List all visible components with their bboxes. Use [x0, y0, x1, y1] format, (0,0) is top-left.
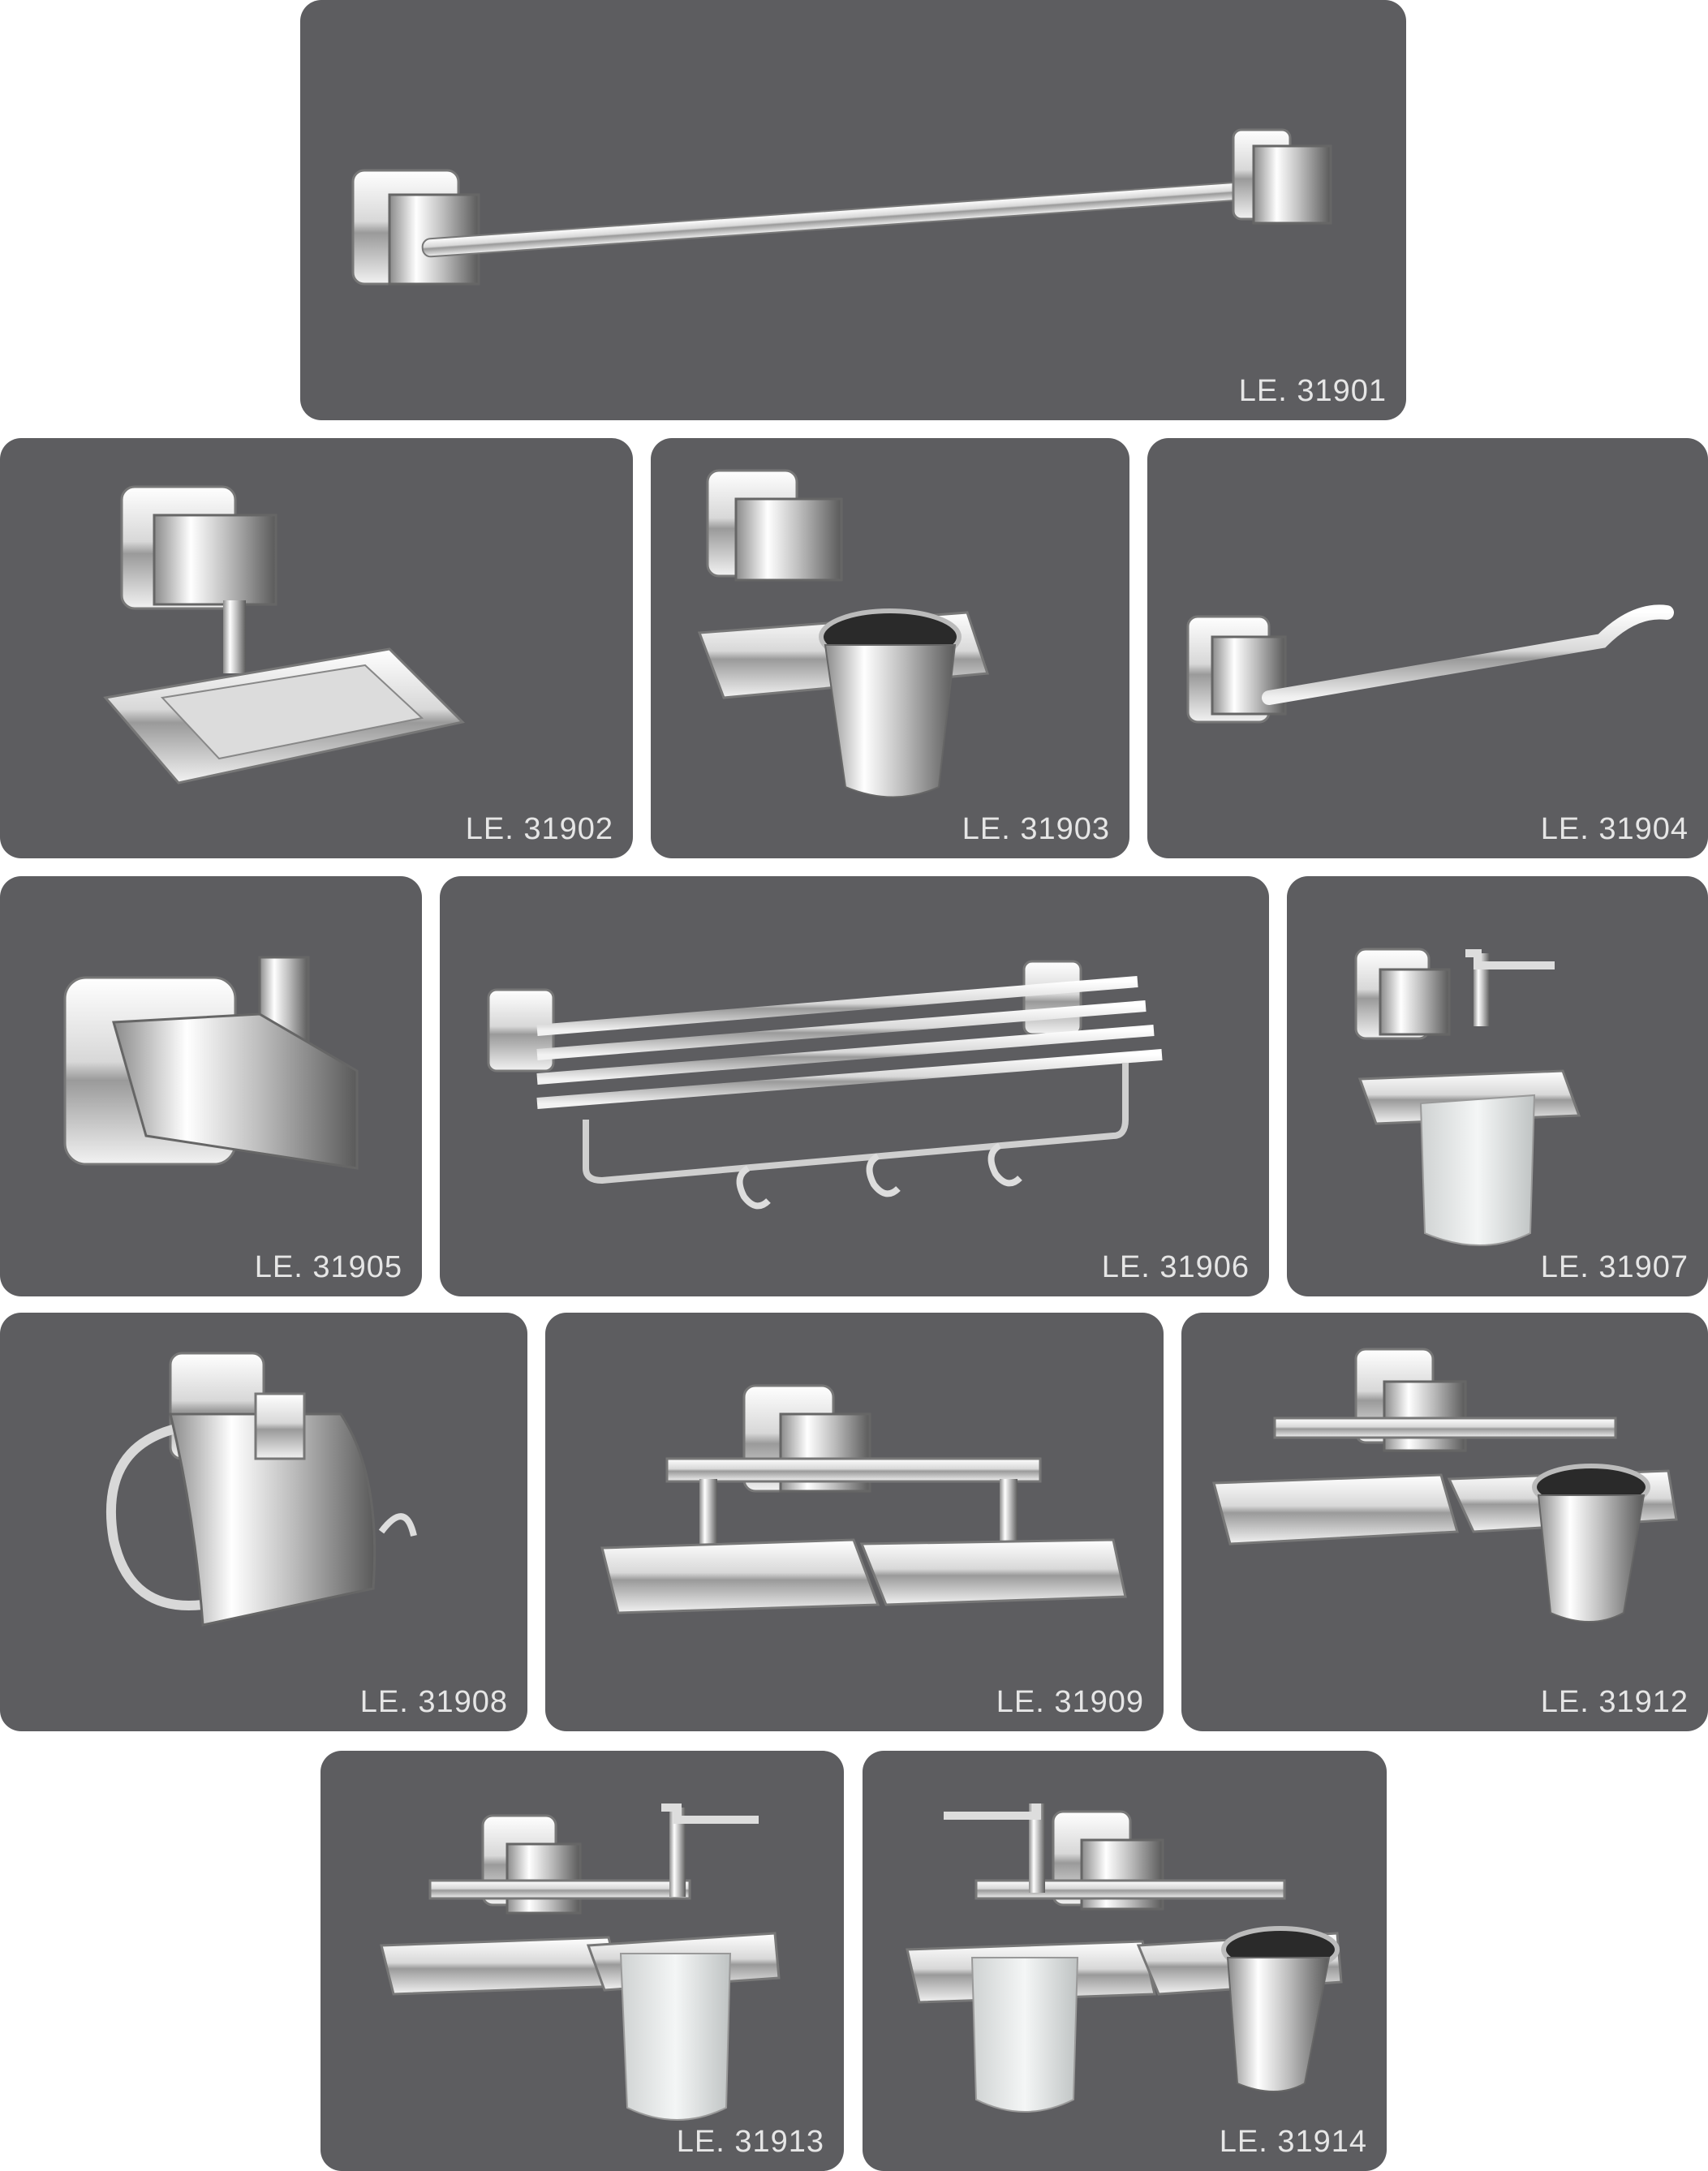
paper-holder-icon — [105, 1352, 417, 1627]
product-card-31908[interactable]: LE. 31908 — [0, 1313, 527, 1731]
dispenser-tumbler-icon — [906, 1803, 1343, 2113]
product-card-31903[interactable]: LE. 31903 — [651, 438, 1129, 858]
product-card-31901[interactable]: LE. 31901 — [300, 0, 1406, 420]
product-card-31907[interactable]: LE. 31907 — [1287, 876, 1708, 1296]
towel-rack-icon — [487, 960, 1163, 1210]
product-card-31912[interactable]: LE. 31912 — [1181, 1313, 1708, 1731]
product-code: LE. 31903 — [962, 812, 1110, 846]
product-code: LE. 31906 — [1101, 1250, 1250, 1284]
product-code: LE. 31912 — [1540, 1685, 1689, 1719]
soap-dish-dispenser-icon — [380, 1803, 781, 2121]
product-code: LE. 31913 — [676, 2125, 824, 2159]
product-card-31906[interactable]: LE. 31906 — [440, 876, 1269, 1296]
product-code: LE. 31901 — [1238, 374, 1387, 408]
robe-hook-icon — [63, 956, 359, 1170]
product-card-31905[interactable]: LE. 31905 — [0, 876, 422, 1296]
napkin-ring-icon — [1186, 604, 1674, 724]
product-code: LE. 31907 — [1540, 1250, 1689, 1284]
product-card-31913[interactable]: LE. 31913 — [321, 1751, 844, 2171]
product-code: LE. 31904 — [1540, 812, 1689, 846]
towel-rod-icon — [351, 128, 1332, 286]
product-code: LE. 31905 — [254, 1250, 402, 1284]
product-code: LE. 31909 — [996, 1685, 1144, 1719]
product-card-31904[interactable]: LE. 31904 — [1147, 438, 1708, 858]
product-code: LE. 31902 — [465, 812, 613, 846]
soap-dish-tumbler-icon — [1212, 1348, 1678, 1623]
product-card-31914[interactable]: LE. 31914 — [863, 1751, 1387, 2171]
soap-dish-icon — [103, 485, 466, 785]
tumbler-holder-icon — [697, 469, 990, 798]
double-soap-dish-icon — [600, 1384, 1127, 1614]
product-code: LE. 31914 — [1219, 2125, 1367, 2159]
product-code: LE. 31908 — [359, 1685, 508, 1719]
soap-dispenser-icon — [1354, 948, 1581, 1246]
product-card-31909[interactable]: LE. 31909 — [545, 1313, 1164, 1731]
product-card-31902[interactable]: LE. 31902 — [0, 438, 633, 858]
